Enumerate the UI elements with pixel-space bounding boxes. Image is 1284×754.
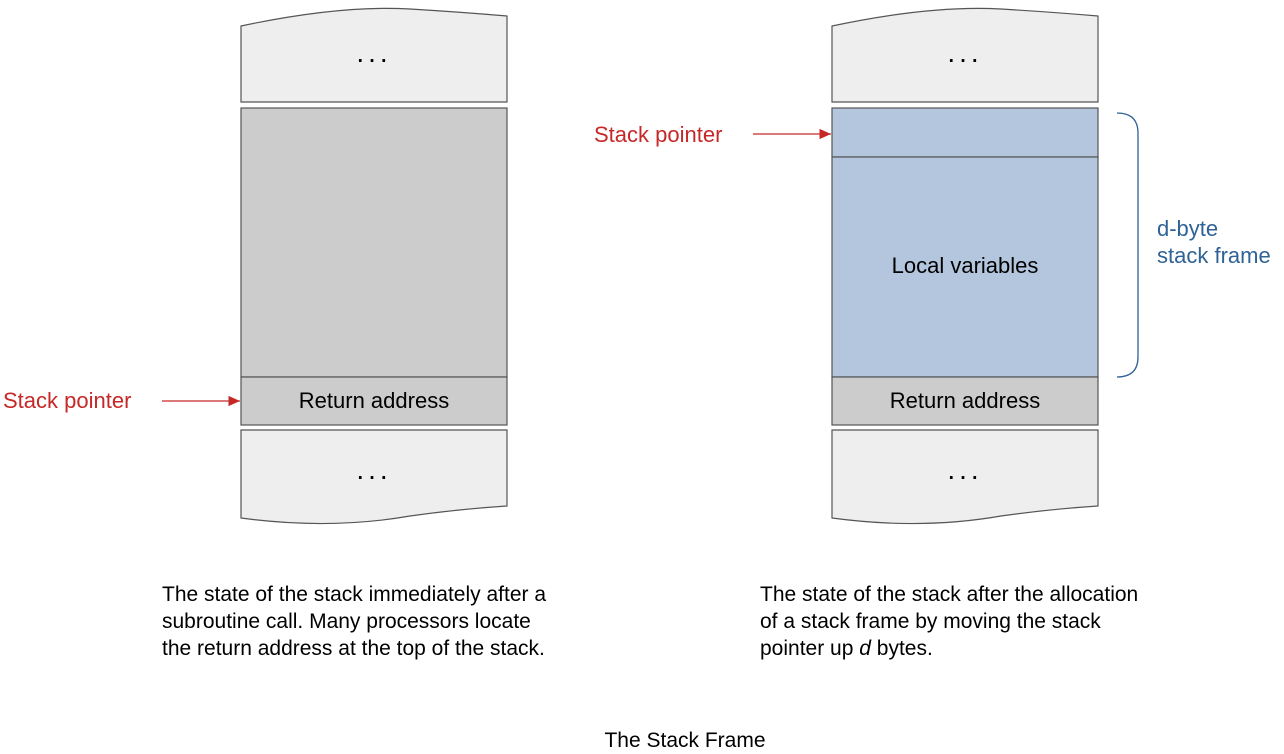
right-bottom-cell <box>831 429 1099 525</box>
right-bottom-ellipsis: ... <box>947 454 983 485</box>
right-caption-variable-d: d <box>859 637 871 660</box>
right-caption: The state of the stack after the allocat… <box>760 581 1138 662</box>
right-caption-line-2: of a stack frame by moving the stack <box>760 610 1101 633</box>
left-bottom-cell <box>240 429 508 525</box>
stack-frame-brace <box>1116 112 1139 378</box>
right-top-cell <box>831 7 1099 103</box>
right-stack <box>753 7 1139 525</box>
right-top-ellipsis: ... <box>947 37 983 68</box>
right-top-frame-cell <box>831 107 1099 158</box>
right-return-address-label: Return address <box>889 388 1041 413</box>
left-return-address-cell <box>240 376 508 426</box>
left-top-ellipsis: ... <box>356 37 392 68</box>
right-caption-line-3-end: bytes. <box>870 637 933 660</box>
brace-label-line-1: d-byte <box>1157 216 1219 241</box>
right-caption-line-1: The state of the stack after the allocat… <box>760 583 1139 606</box>
left-return-address-label: Return address <box>298 388 450 413</box>
right-caption-line-3-start: pointer up <box>760 637 860 660</box>
left-stack <box>162 7 508 525</box>
left-caption: The state of the stack immediately after… <box>162 581 546 662</box>
left-stack-pointer-label: Stack pointer <box>3 388 132 413</box>
left-caption-line-1: The state of the stack immediately after… <box>162 583 547 606</box>
left-caption-line-2: subroutine call. Many processors locate <box>162 610 531 633</box>
left-bottom-ellipsis: ... <box>356 454 392 485</box>
figure-title: The Stack Frame <box>604 729 766 752</box>
local-variables-label: Local variables <box>891 253 1039 278</box>
brace-label-line-2: stack frame <box>1157 243 1271 268</box>
right-caption-line-3: pointer up d bytes. <box>760 635 1138 662</box>
right-local-variables-cell <box>831 156 1099 378</box>
right-stack-pointer-label: Stack pointer <box>594 122 723 147</box>
left-empty-cell <box>240 107 508 378</box>
right-return-address-cell <box>831 376 1099 426</box>
left-caption-line-3: the return address at the top of the sta… <box>162 637 545 660</box>
left-top-cell <box>240 7 508 103</box>
